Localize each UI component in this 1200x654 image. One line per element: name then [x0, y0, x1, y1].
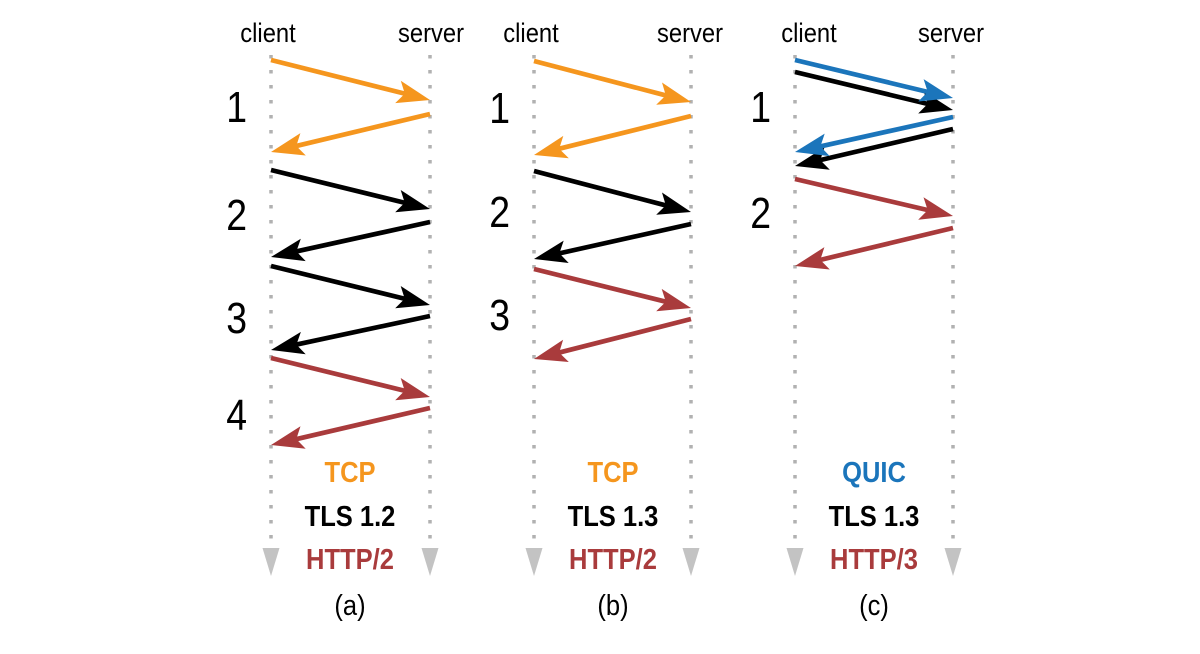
panel-c-protocol-stack-label-2: HTTP/3	[830, 544, 918, 576]
panel-c-server-label: server	[917, 18, 985, 48]
panel-a-message-arrow-3-shaft	[292, 219, 431, 255]
panel-a-protocol-stack-label-2: HTTP/2	[306, 544, 394, 576]
panel-b-server-timeline-down-arrowhead-icon	[682, 548, 700, 576]
panel-c-caption: (c)	[859, 590, 889, 622]
panel-a-message-arrow-7-head-icon	[271, 426, 306, 449]
panel-a-message-arrow-6-head-icon	[395, 378, 430, 401]
panel-a-rtt-number-4: 4	[226, 391, 247, 440]
panel-a-caption: (a)	[334, 590, 366, 622]
panel-a-message-arrow-4-shaft	[270, 263, 409, 302]
panel-a-client-timeline-down-arrowhead-icon	[262, 548, 280, 576]
panel-b-message-arrow-3-head-icon	[534, 240, 569, 263]
panel-a-message-arrow-5-head-icon	[271, 331, 306, 355]
panel-a-message-arrow-2-shaft	[270, 167, 409, 206]
panel-b-message-arrow-2-head-icon	[656, 192, 691, 215]
panel-b-message-arrow-3-shaft	[555, 221, 692, 257]
panel-a-message-arrow-6-shaft	[270, 355, 409, 394]
panel-c-message-arrow-5-shaft	[816, 225, 954, 263]
panel-a-server-timeline-down-arrowhead-icon	[421, 548, 439, 576]
panel-c-rtt-number-2: 2	[750, 189, 771, 238]
panel-a-message-arrow-1-shaft	[292, 111, 431, 149]
panel-a-message-arrow-4-head-icon	[395, 286, 430, 309]
panel-a-message-arrow-5-shaft	[293, 313, 431, 348]
panel-a-client-label: client	[240, 18, 296, 48]
panel-b-message-arrow-2-shaft	[533, 168, 670, 209]
panel-a-message-arrow-1-head-icon	[271, 133, 306, 156]
panel-b-message-arrow-0-shaft	[533, 58, 670, 99]
panel-b-rtt-number-1: 1	[489, 84, 510, 133]
panel-a-protocol-stack-label-1: TLS 1.2	[304, 501, 396, 533]
panel-c-rtt-number-1: 1	[750, 83, 771, 132]
panel-c-protocol-stack-label-1: TLS 1.3	[828, 501, 920, 533]
panel-a-rtt-number-2: 2	[226, 191, 247, 240]
panel-b-caption: (b)	[597, 590, 629, 622]
panel-c-client-timeline-down-arrowhead-icon	[786, 548, 804, 576]
panel-c-server-timeline-down-arrowhead-icon	[944, 548, 962, 576]
panel-b-server-label: server	[656, 18, 724, 48]
panel-c-message-arrow-5-head-icon	[795, 247, 830, 270]
panel-b-protocol-stack-label-0: TCP	[587, 457, 639, 489]
panel-b-message-arrow-1-head-icon	[534, 135, 569, 159]
panel-b-rtt-number-2: 2	[489, 188, 510, 237]
panel-b-message-arrow-4-shaft	[533, 266, 670, 305]
panel-b-client-timeline-down-arrowhead-icon	[525, 548, 543, 576]
panel-c-message-arrow-1-shaft	[794, 57, 932, 95]
panel-c-message-arrow-0-shaft	[794, 69, 932, 107]
panel-b-message-arrow-4-head-icon	[656, 288, 691, 312]
panel-c-protocol-stack-label-0: QUIC	[842, 457, 906, 489]
panel-a-protocol-stack-label-0: TCP	[324, 457, 376, 489]
panel-a-rtt-number-1: 1	[226, 83, 247, 132]
panel-a-message-arrow-2-head-icon	[395, 190, 430, 213]
panel-a-message-arrow-0-head-icon	[395, 80, 430, 104]
panel-c-message-arrow-1-head-icon	[918, 79, 953, 102]
panel-b-message-arrow-5-head-icon	[534, 339, 569, 362]
panel-c-message-arrow-4-head-icon	[918, 197, 953, 220]
panel-c-client-label: client	[781, 18, 837, 48]
panel-c-message-arrow-3-head-icon	[795, 133, 830, 157]
panel-b-message-arrow-0-head-icon	[656, 82, 691, 105]
panel-a-rtt-number-3: 3	[226, 294, 247, 343]
panel-b-client-label: client	[503, 18, 559, 48]
panel-b-message-arrow-5-shaft	[555, 316, 692, 356]
panel-c-message-arrow-3-shaft	[816, 114, 954, 150]
panel-a-message-arrow-7-shaft	[292, 405, 431, 443]
panel-b-protocol-stack-label-1: TLS 1.3	[567, 501, 659, 533]
panel-a-message-arrow-0-shaft	[270, 57, 409, 97]
panel-a-message-arrow-3-head-icon	[271, 238, 306, 262]
panel-a-server-label: server	[397, 18, 465, 48]
panel-b-message-arrow-1-shaft	[555, 113, 692, 152]
panel-c-message-arrow-4-shaft	[794, 176, 932, 214]
panel-c-message-arrow-2-shaft	[816, 126, 954, 164]
panel-b-protocol-stack-label-2: HTTP/2	[569, 544, 657, 576]
panel-b-rtt-number-3: 3	[489, 291, 510, 340]
